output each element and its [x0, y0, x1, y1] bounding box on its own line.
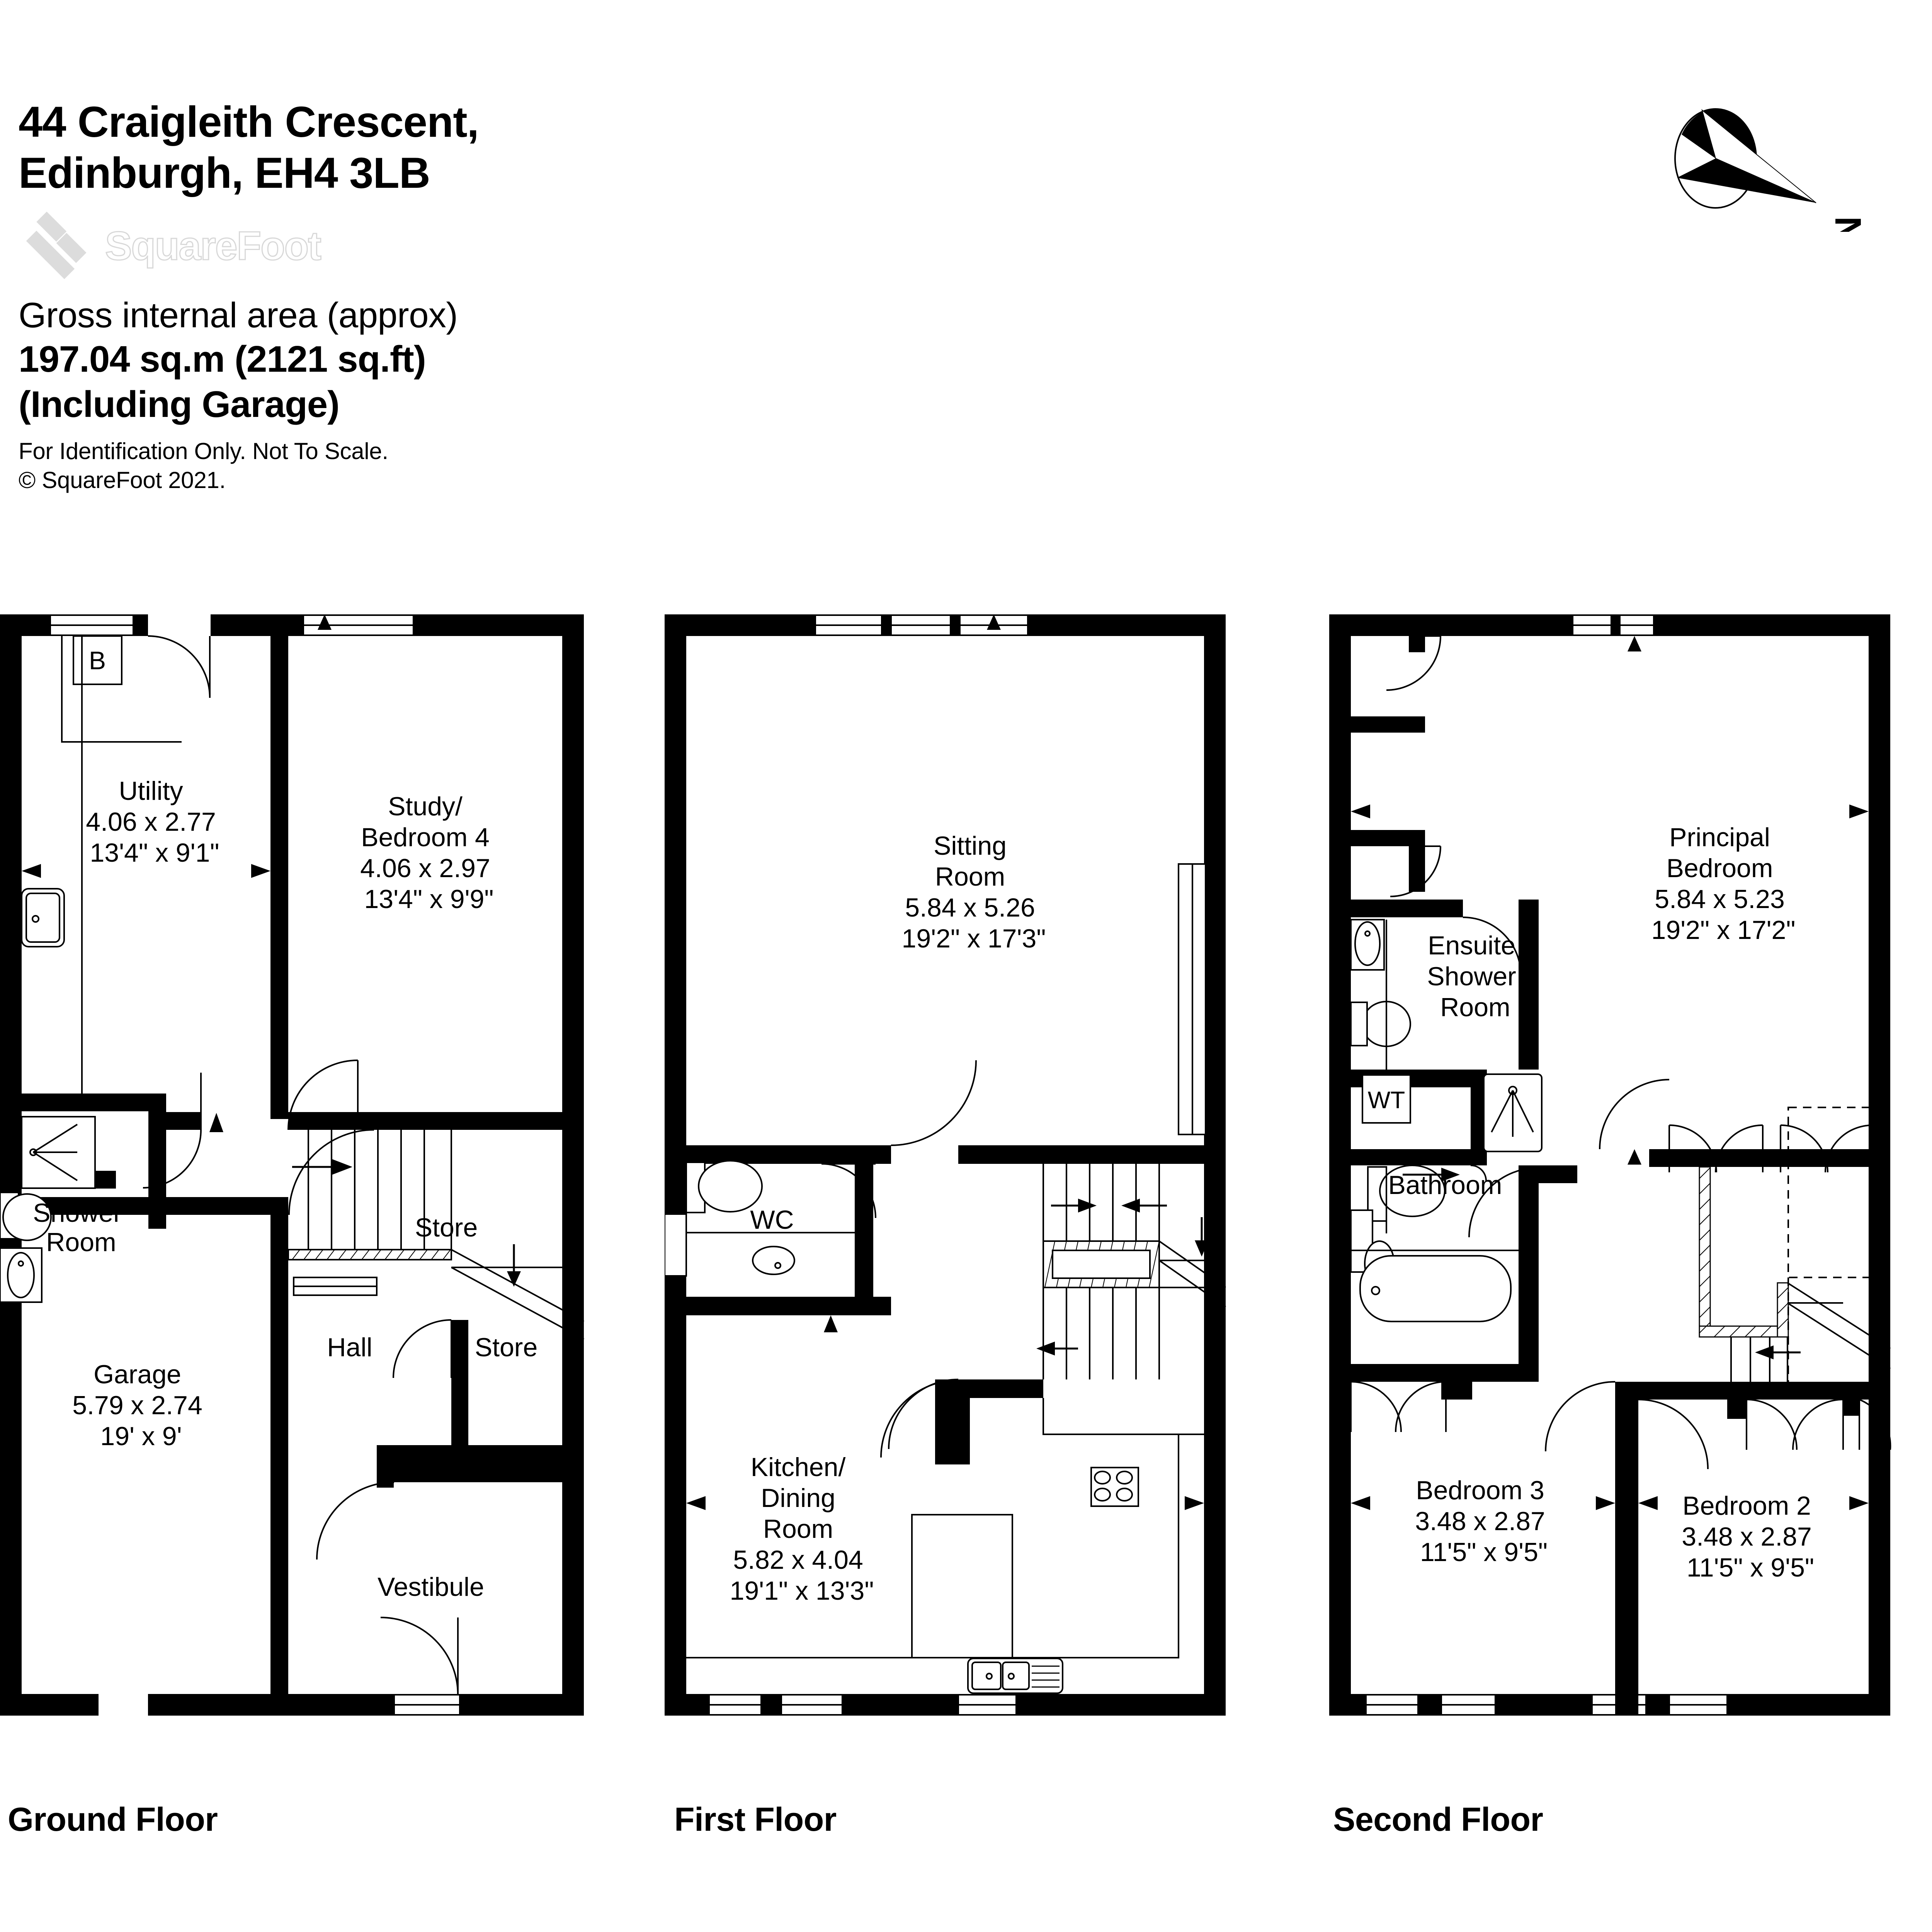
room-label-bathroom: Bathroom: [1388, 1170, 1502, 1200]
page-title: 44 Craigleith Crescent, Edinburgh, EH4 3…: [19, 98, 479, 197]
squarefoot-logo-icon: [26, 211, 87, 279]
second-floor-drawing: Principal Bedroom 5.84 x 5.23 19'2" x 17…: [1329, 614, 1891, 1716]
room-label-hall: Hall: [327, 1333, 372, 1362]
floor-label-ground: Ground Floor: [8, 1801, 218, 1838]
room-label-kitchen-dining-room: Kitchen/ Dining Room 5.82 x 4.04 19'1" x…: [730, 1452, 874, 1605]
room-label-water-tank: WT: [1368, 1087, 1405, 1114]
floor-label-second: Second Floor: [1333, 1801, 1543, 1838]
gia-value: 197.04 sq.m (2121 sq.ft) (Including Gara…: [19, 338, 426, 425]
brand-row: SquareFoot: [24, 209, 791, 282]
ground-floor-drawing: Utility 4.06 x 2.77 13'4" x 9'1" Study/ …: [0, 614, 584, 1716]
compass-rose: N: [1654, 100, 1870, 243]
room-label-boiler: B: [89, 646, 106, 675]
gia-label: Gross internal area (approx): [19, 296, 458, 335]
room-label-vestibule: Vestibule: [378, 1572, 484, 1602]
compass-icon: N: [1674, 108, 1869, 243]
ground-floor-plan: Utility 4.06 x 2.77 13'4" x 9'1" Study/ …: [0, 614, 618, 1735]
room-label-store-lower: Store: [475, 1333, 538, 1362]
room-label-garage: Garage 5.79 x 2.74 19' x 9': [72, 1360, 209, 1451]
floor-label-first: First Floor: [674, 1801, 837, 1838]
room-label-bedroom3: Bedroom 3 3.48 x 2.87 11'5" x 9'5": [1415, 1476, 1552, 1567]
room-label-study-bedroom4: Study/ Bedroom 4 4.06 x 2.97 13'4" x 9'9…: [360, 792, 497, 914]
room-label-principal-bedroom: Principal Bedroom 5.84 x 5.23 19'2" x 17…: [1651, 823, 1796, 945]
room-label-sitting-room: Sitting Room 5.84 x 5.26 19'2" x 17'3": [902, 831, 1046, 953]
room-label-utility: Utility 4.06 x 2.77 13'4" x 9'1": [86, 776, 223, 867]
room-label-bedroom2: Bedroom 2 3.48 x 2.87 11'5" x 9'5": [1682, 1491, 1819, 1582]
compass-north-letter: N: [1827, 216, 1869, 232]
room-label-wc: WC: [750, 1205, 794, 1235]
room-label-store-upper: Store: [415, 1213, 478, 1242]
disclaimer: For Identification Only. Not To Scale. ©…: [19, 438, 388, 493]
second-floor-plan: Principal Bedroom 5.84 x 5.23 19'2" x 17…: [1329, 614, 1932, 1735]
room-label-shower-room: Shower Room: [33, 1198, 129, 1257]
first-floor-drawing: Sitting Room 5.84 x 5.26 19'2" x 17'3" W…: [665, 614, 1226, 1716]
brand-name: SquareFoot: [105, 224, 322, 269]
first-floor-plan: Sitting Room 5.84 x 5.26 19'2" x 17'3" W…: [665, 614, 1264, 1735]
header-block: 44 Craigleith Crescent, Edinburgh, EH4 3…: [19, 97, 791, 495]
room-label-ensuite-shower-room: Ensuite Shower Room: [1427, 931, 1523, 1022]
